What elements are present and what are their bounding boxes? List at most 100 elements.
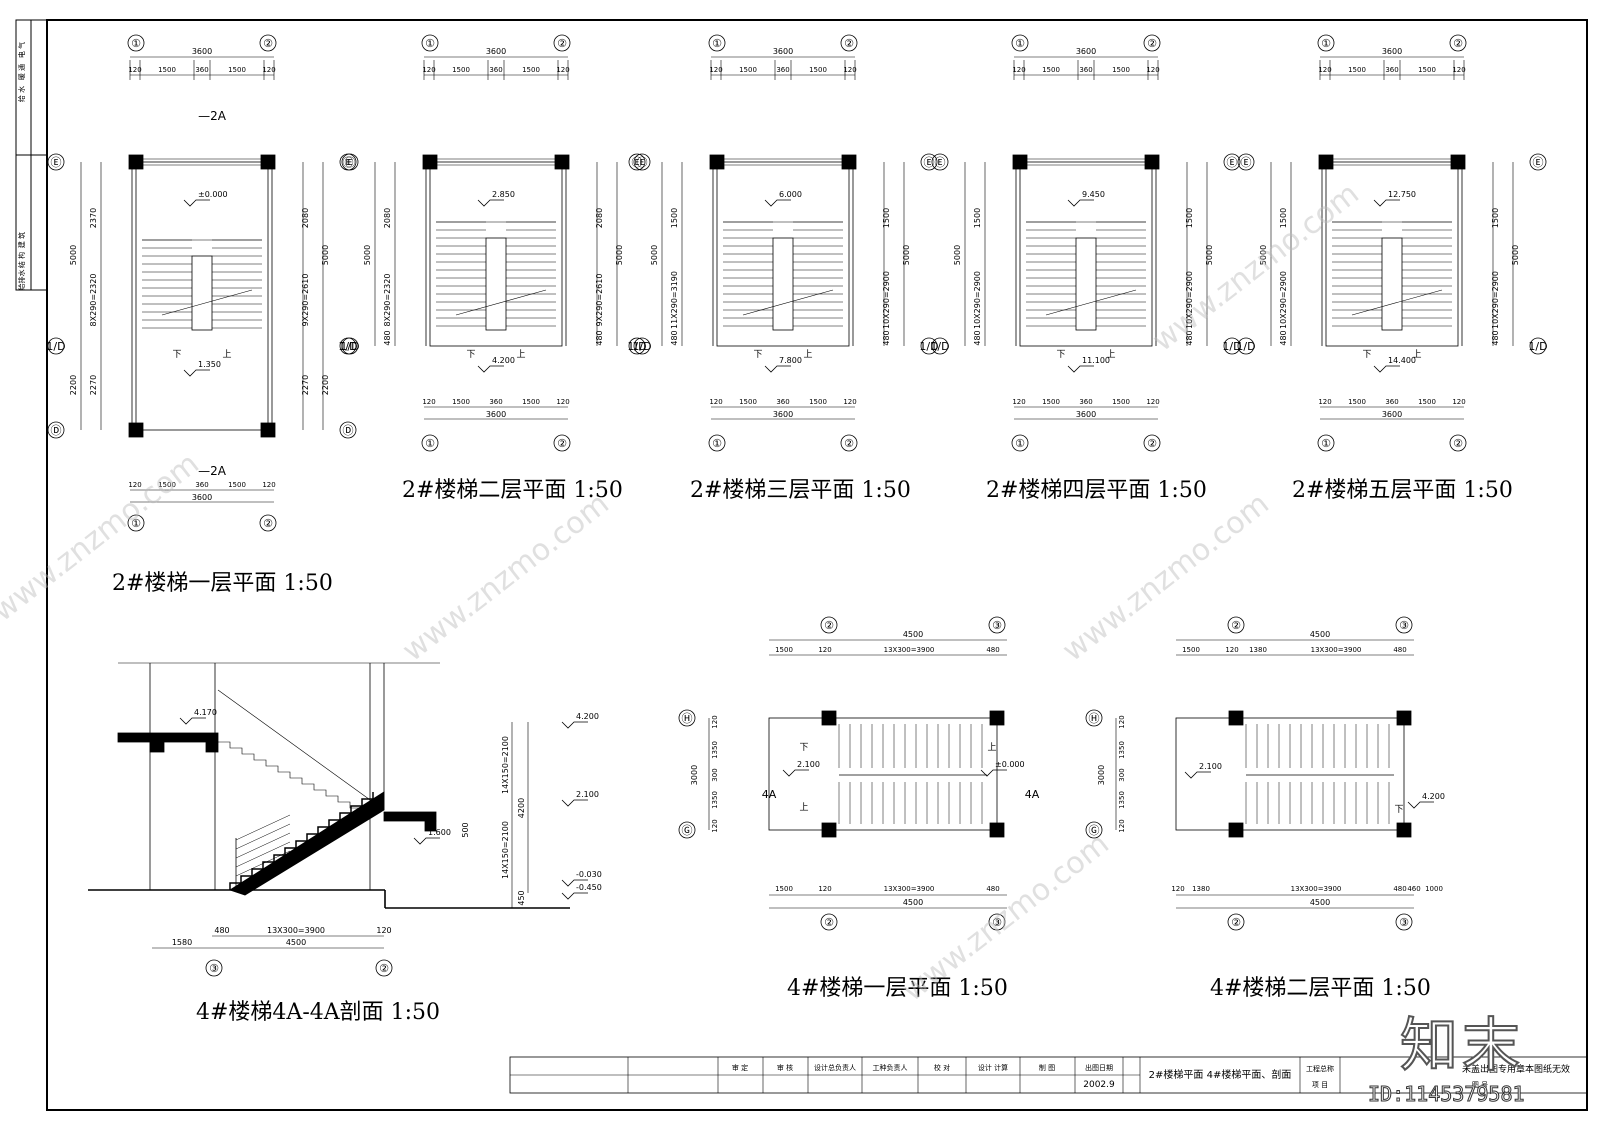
axis-3-bubble-label: ③ — [1399, 916, 1409, 929]
axis-2-bubble — [1227, 913, 1245, 931]
elevation-mark — [561, 879, 588, 887]
dim-total: 3600 — [1382, 410, 1402, 419]
elevation-bottom: 1.350 — [198, 360, 221, 369]
section-4-title: 4#楼梯4A-4A剖面 1:50 — [196, 1000, 441, 1025]
column — [989, 822, 1005, 838]
dim-total: 3600 — [486, 410, 506, 419]
dim-part: 120 — [1146, 398, 1159, 406]
axis-2-bubble-label: ② — [263, 37, 273, 50]
dim-total: 5000 — [615, 245, 624, 265]
dim-part: 480 — [1491, 330, 1500, 345]
axis-2-bubble-label: ② — [1453, 37, 1463, 50]
dim-part: 1580 — [172, 938, 192, 947]
column — [1396, 822, 1412, 838]
elevation-label: 2.100 — [576, 790, 599, 799]
axis-1-bubble-label: ① — [131, 37, 141, 50]
dim-part: 1500 — [739, 66, 757, 74]
up-label: 上 — [987, 742, 996, 753]
column — [1144, 154, 1160, 170]
axis-2-bubble — [840, 434, 858, 452]
stair-flight-upper — [218, 741, 374, 815]
up-label: 上 — [1412, 349, 1421, 360]
axis-2-bubble — [820, 616, 838, 634]
up-label: 上 — [799, 802, 808, 813]
elevation-floor: 4.200 — [1422, 792, 1445, 801]
up-label: 上 — [222, 349, 231, 360]
dim-part: 120 — [1118, 819, 1126, 832]
dim-part: 2080 — [595, 208, 604, 228]
dim-part: 1500 — [452, 398, 470, 406]
dim-part: 300 — [711, 768, 719, 781]
dim-total: 4500 — [286, 938, 306, 947]
elevation-mark — [477, 199, 504, 207]
axis-e-bubble-label: Ⓔ — [343, 156, 354, 169]
dim-part: 1500 — [882, 208, 891, 228]
axis-1-bubble — [421, 34, 439, 52]
labels: ① ② ① ② 3600 120 1500 360 1500 120 120 1500 360 1500 1… — [17, 37, 1548, 1090]
column — [821, 822, 837, 838]
dim-part: 1350 — [1118, 741, 1126, 759]
elevation-mark — [1067, 365, 1094, 373]
dim-part: 120 — [262, 481, 275, 489]
stair-well — [135, 161, 269, 431]
elevation-top: 9.450 — [1082, 190, 1105, 199]
dim-part: 360 — [489, 66, 502, 74]
down-label: 下 — [753, 350, 762, 360]
axis-1d-bubble — [633, 337, 651, 355]
dim-part: 2080 — [301, 208, 310, 228]
elevation-label: 1.600 — [428, 828, 451, 837]
axis-1d-bubble-label: 1/D — [919, 340, 938, 353]
plan-2-floor3-title: 2#楼梯三层平面 1:50 — [690, 478, 911, 503]
break-line — [742, 289, 834, 316]
elevation-bottom: 14.400 — [1388, 356, 1416, 365]
axis-1d-bubble — [1529, 337, 1547, 355]
cut-marker-bottom: —2A — [198, 464, 227, 478]
elevation-mark — [1407, 801, 1434, 809]
axis-1-bubble-label: ① — [712, 437, 722, 450]
dim-part: 1500 — [1112, 398, 1130, 406]
dim-part: 480 — [595, 330, 604, 345]
axis-2-bubble — [1449, 434, 1467, 452]
elevation-mark — [1373, 199, 1400, 207]
axis-1d-bubble-label: 1/D — [1236, 340, 1255, 353]
beam — [424, 820, 437, 832]
dim-total: 5000 — [650, 245, 659, 265]
title-block-drawing-name: 2#楼梯平面 4#楼梯平面、剖面 — [1149, 1068, 1292, 1081]
dim-part: 120 — [1118, 715, 1126, 728]
handrail-well — [1075, 237, 1097, 331]
dim-total: 3600 — [486, 47, 506, 56]
dim-part: 120 — [843, 66, 856, 74]
dim-part: 13X300=3900 — [884, 646, 935, 654]
axis-1d-bubble — [47, 337, 65, 355]
axis-h-bubble-label: Ⓗ — [1089, 712, 1100, 725]
dim-total: 5000 — [363, 245, 372, 265]
axis-1-bubble — [1317, 34, 1335, 52]
elevation-top: 12.750 — [1388, 190, 1416, 199]
dim-part: 480 — [986, 646, 999, 654]
dim-part: 1380 — [1192, 885, 1210, 893]
break-line — [1045, 289, 1137, 316]
side-strip-label: 建 筑 — [17, 232, 26, 248]
dim-part: 1500 — [522, 398, 540, 406]
dim-part: 1500 — [1348, 398, 1366, 406]
axis-1-bubble-label: ① — [1015, 37, 1025, 50]
axis-3-bubble — [205, 959, 223, 977]
axis-2-bubble — [1143, 34, 1161, 52]
axis-e-bubble — [47, 153, 65, 171]
dim-part: 1500 — [1418, 398, 1436, 406]
axis-2-bubble-label: ② — [1231, 619, 1241, 632]
axis-3-bubble — [988, 913, 1006, 931]
dim-part: 120 — [376, 926, 391, 935]
dim-total: 4500 — [903, 898, 923, 907]
axis-2-bubble-label: ② — [824, 619, 834, 632]
dim-part: 360 — [776, 398, 789, 406]
column — [422, 154, 438, 170]
axis-h-bubble-label: Ⓗ — [682, 712, 693, 725]
dim-part: 360 — [195, 481, 208, 489]
axis-1-bubble-label: ① — [131, 517, 141, 530]
dim-part: 480 — [882, 330, 891, 345]
plan-2-floor4-title: 2#楼梯四层平面 1:50 — [986, 478, 1207, 503]
handrail-bar — [235, 850, 291, 877]
elevation-top: 6.000 — [779, 190, 802, 199]
axis-e-bubble — [341, 153, 359, 171]
